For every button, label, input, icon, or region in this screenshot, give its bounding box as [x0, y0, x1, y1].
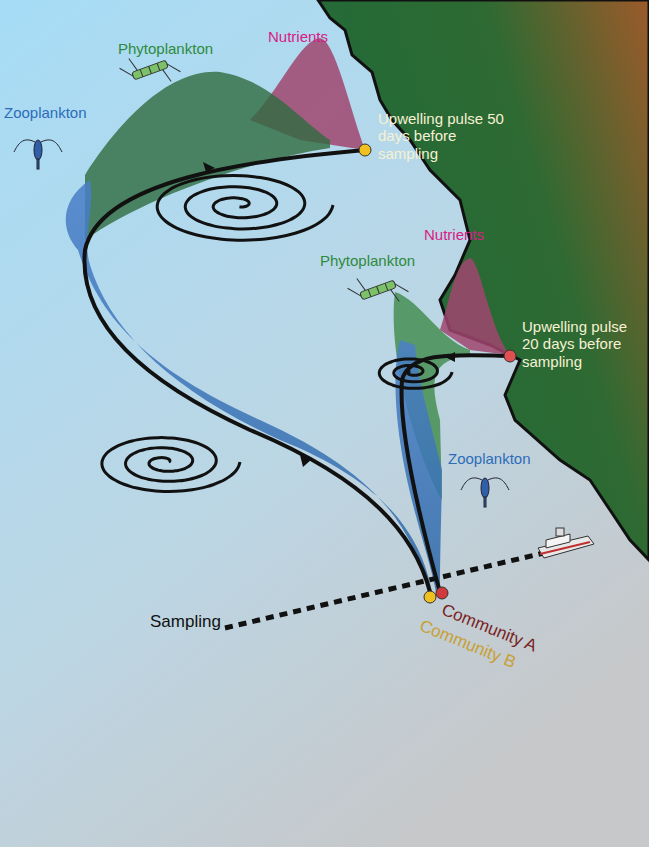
flow-path: [402, 355, 510, 592]
nutrient-label: Nutrients: [424, 226, 484, 243]
zooplankton-band: [66, 180, 432, 592]
eddy-spiral: [379, 359, 452, 388]
research-ship: [538, 528, 594, 558]
upwelling-label: Upwelling pulse 50 days before sampling: [378, 110, 513, 162]
zooplankton-label: Zooplankton: [4, 104, 87, 121]
sample-point: [436, 587, 448, 599]
eddy: [102, 175, 452, 491]
upwelling-site: [359, 144, 371, 156]
nutrient-label: Nutrients: [268, 28, 328, 45]
sample-point: [424, 591, 436, 603]
eddy-spiral: [102, 438, 240, 492]
sampling-label: Sampling: [150, 612, 221, 632]
phytoplankton-label: Phytoplankton: [320, 252, 415, 269]
phytoplankton-label: Phytoplankton: [118, 40, 213, 57]
flow-arrowhead: [445, 352, 455, 362]
sampling-transect: [225, 552, 548, 628]
zooplankton-label: Zooplankton: [448, 450, 531, 467]
diatom-icon: [118, 44, 411, 317]
coastline: [318, 0, 649, 560]
flow-arrowhead: [203, 162, 312, 467]
upwelling-label: Upwelling pulse 20 days before sampling: [522, 318, 644, 370]
copepod-icon: [14, 140, 509, 507]
upwelling-site: [504, 350, 516, 362]
eddy-spiral: [157, 175, 333, 240]
